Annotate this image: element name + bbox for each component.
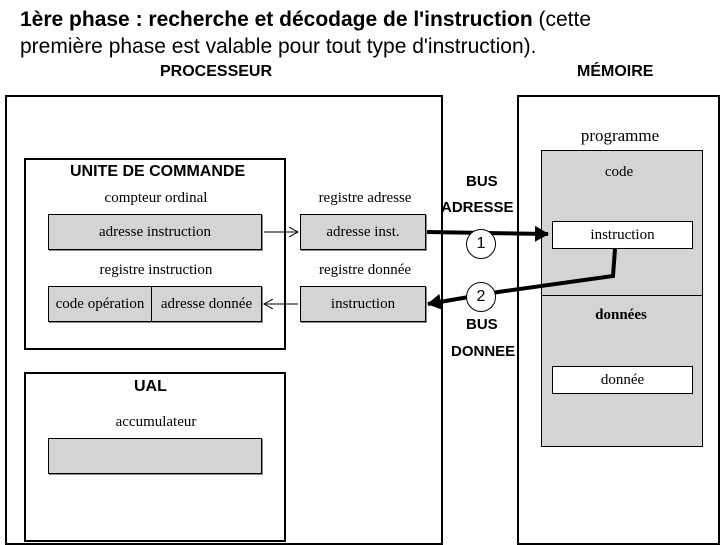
page-title: 1ère phase : recherche et décodage de l'… (20, 8, 591, 32)
accumulator-register (48, 438, 262, 474)
memory-instruction-cell: instruction (552, 221, 693, 249)
address-register-label: registre adresse (318, 190, 412, 206)
opcode-field: code opération (48, 286, 152, 322)
title-bold-part: 1ère phase : recherche et décodage de l'… (20, 8, 533, 31)
control-unit-label: UNITE DE COMMANDE (70, 163, 246, 180)
step-2-marker: 2 (466, 282, 496, 312)
title-rest-part: (cette (532, 8, 592, 31)
code-data-divider (541, 295, 703, 296)
program-counter-label: compteur ordinal (104, 190, 208, 206)
memory-data-value: donnée (600, 371, 645, 388)
opcode-value: code opération (55, 295, 145, 312)
page-subtitle: première phase est valable pour tout typ… (20, 35, 537, 58)
program-area (541, 150, 703, 447)
memory-data-cell: donnée (552, 366, 693, 394)
step-1-label: 1 (476, 235, 486, 252)
address-bus-label-line2: ADRESSE (441, 199, 514, 216)
memory-header: MÉMOIRE (577, 63, 654, 80)
data-address-field: adresse donnée (151, 286, 262, 322)
accumulator-label: accumulateur (115, 414, 197, 430)
code-section-label: code (604, 164, 634, 180)
program-counter-register: adresse instruction (48, 214, 262, 250)
address-bus-label-line1: BUS (466, 173, 498, 190)
data-address-value: adresse donnée (160, 295, 253, 312)
address-register-value: adresse inst. (326, 223, 400, 240)
step-2-label: 2 (476, 288, 486, 305)
data-section-label: données (595, 307, 647, 323)
program-label: programme (580, 126, 660, 145)
instruction-register-label: registre instruction (99, 262, 213, 278)
data-bus-label-line1: BUS (466, 316, 498, 333)
step-1-marker: 1 (466, 229, 496, 259)
processor-header: PROCESSEUR (160, 63, 273, 80)
data-register: instruction (300, 286, 426, 322)
data-bus-label-line2: DONNEE (451, 343, 516, 360)
data-register-label: registre donnée (318, 262, 412, 278)
program-counter-value: adresse instruction (98, 223, 212, 240)
address-register: adresse inst. (300, 214, 426, 250)
data-register-value: instruction (330, 295, 396, 312)
alu-label: UAL (134, 378, 167, 395)
memory-instruction-value: instruction (590, 226, 655, 243)
data-bus-arrow (427, 248, 617, 310)
